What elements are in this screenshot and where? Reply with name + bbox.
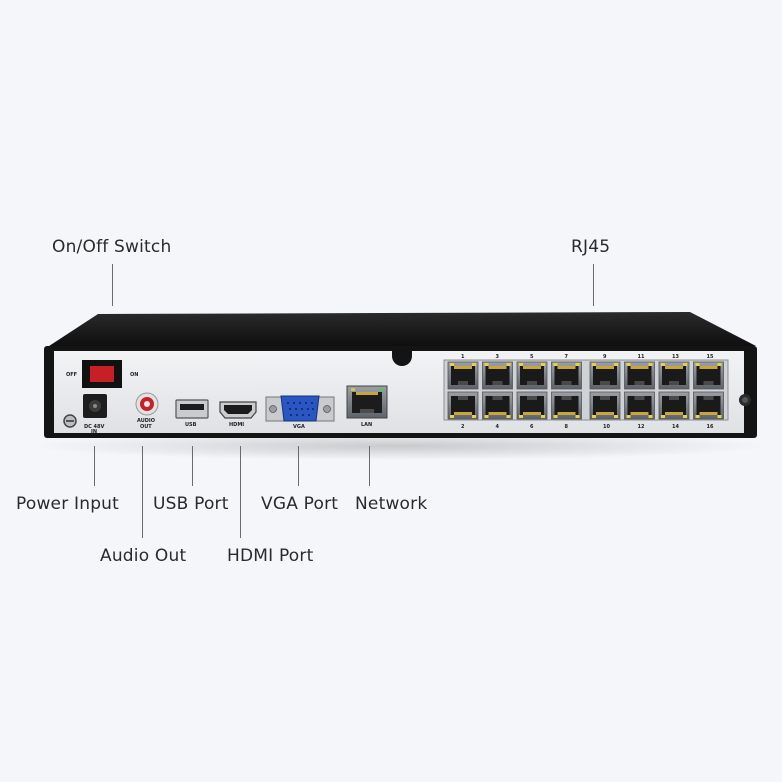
lan-label: LAN	[361, 422, 372, 428]
rj45-port-5	[516, 361, 548, 390]
audio-label-line1: AUDIO	[137, 418, 155, 424]
leader-rj45	[593, 264, 594, 306]
rj45-port-13	[658, 361, 690, 390]
rj45-port-number: 15	[707, 354, 714, 360]
rj45-port-11	[624, 361, 655, 390]
rj45-port-8	[551, 391, 582, 420]
callout-on-off-switch: On/Off Switch	[52, 237, 172, 257]
rj45-port-number: 14	[672, 424, 679, 430]
on-label: ON	[130, 372, 138, 378]
rj45-port-number: 11	[638, 354, 645, 360]
callout-audio-out: Audio Out	[100, 546, 187, 566]
rj45-port-number: 1	[461, 354, 465, 360]
rj45-port-7	[551, 361, 582, 390]
rj45-port-number: 4	[496, 424, 500, 430]
rj45-port-14	[658, 391, 690, 420]
leader-power-input	[94, 446, 95, 486]
leader-hdmi-port	[240, 446, 241, 538]
rj45-port-number: 9	[603, 354, 607, 360]
rj45-port-number: 7	[565, 354, 569, 360]
callout-network: Network	[355, 494, 428, 514]
leader-on-off-switch	[112, 264, 113, 306]
leader-usb-port	[192, 446, 193, 486]
chassis-top	[46, 312, 756, 348]
usb-label: USB	[185, 422, 197, 428]
callout-vga-port: VGA Port	[261, 494, 339, 514]
leader-vga-port	[298, 446, 299, 486]
device-shadow	[30, 432, 770, 460]
vga-label: VGA	[293, 424, 305, 430]
rj45-port-number: 5	[530, 354, 534, 360]
rj45-port-number: 6	[530, 424, 534, 430]
panel-notch	[392, 351, 412, 366]
rj45-port-6	[516, 391, 548, 420]
hdmi-label: HDMI	[229, 422, 244, 428]
rj45-port-12	[624, 391, 655, 420]
rj45-port-number: 13	[672, 354, 679, 360]
rj45-port-1	[447, 361, 479, 390]
dc-label-line1: DC 48V	[84, 424, 105, 430]
rj45-port-number: 10	[603, 424, 610, 430]
rj45-port-9	[589, 361, 621, 390]
leader-network	[369, 446, 370, 486]
rj45-port-2	[447, 391, 479, 420]
audio-label-line2: OUT	[140, 424, 152, 430]
rj45-port-number: 3	[496, 354, 500, 360]
rj45-port-15	[693, 361, 724, 390]
callout-usb-port: USB Port	[153, 494, 229, 514]
rj45-port-3	[482, 361, 513, 390]
rj45-port-number: 8	[565, 424, 569, 430]
off-label: OFF	[66, 372, 77, 378]
rj45-port-number: 2	[461, 424, 465, 430]
dc-label-line2: IN	[91, 429, 97, 435]
callout-rj45: RJ45	[571, 237, 611, 257]
callout-power-input: Power Input	[16, 494, 120, 514]
rj45-port-16	[693, 391, 724, 420]
leader-audio-out	[142, 446, 143, 538]
rj45-port-10	[589, 391, 621, 420]
rj45-port-number: 12	[638, 424, 645, 430]
callout-hdmi-port: HDMI Port	[227, 546, 314, 566]
rj45-port-4	[482, 391, 513, 420]
rj45-port-number: 16	[707, 424, 714, 430]
